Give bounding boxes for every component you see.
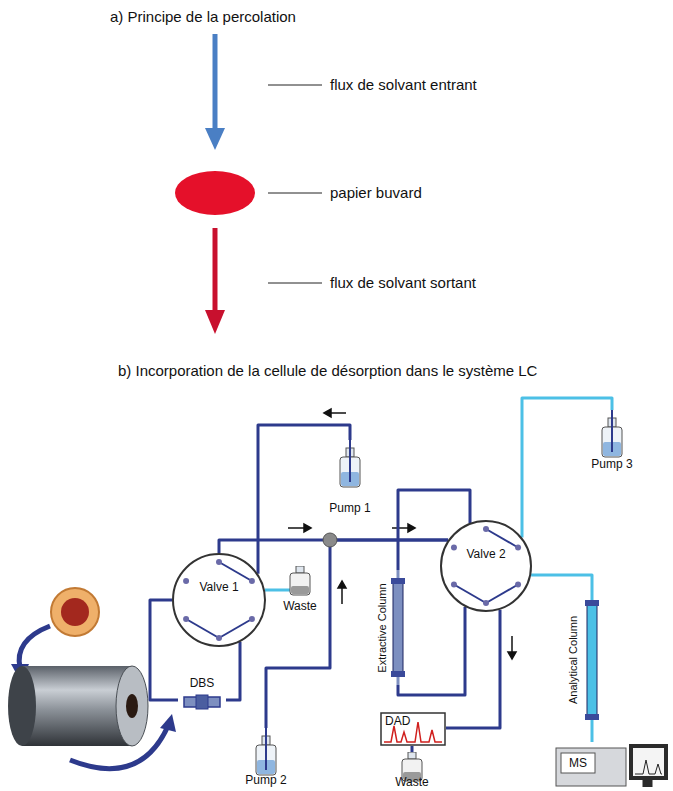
section-heading: b) Incorporation de la cellule de désorp… [118,362,537,380]
analytical-column: Analytical Column [562,592,612,728]
blotting-paper [175,171,255,215]
node-label: Pump 2 [245,773,286,787]
valve-rotor [174,555,264,645]
node-label: Valve 1 [199,580,238,594]
curved-arrow [70,726,168,769]
curved-arrow [19,626,50,668]
dbs-card-spot [51,588,99,636]
outflow-arrowhead [205,310,225,334]
dad-detector: DAD [380,712,446,746]
solvent-bottle [584,410,640,460]
node-label: Valve 2 [466,547,505,561]
node-label: DBS [190,676,215,690]
inflow-arrowhead [205,128,225,150]
part-label: papier buvard [330,184,422,202]
outflow-arrow [213,228,218,312]
solvent-bottle [322,440,378,490]
dbs-cell [178,694,226,710]
node-label: Analytical Column [566,616,580,704]
inflow-arrow [213,34,218,130]
node-label: Pump 1 [329,501,370,515]
part-label: flux de solvant sortant [330,274,476,292]
node-label: MS [569,756,587,770]
blood-spot [61,598,89,626]
section-heading: a) Principe de la percolation [110,8,296,26]
tubing-line [446,610,500,728]
leader-line [268,85,322,86]
tubing-line [591,728,594,742]
node-label: Extractive Column [375,583,389,672]
pump: Pump 1 [322,440,378,516]
valve-rotor [442,522,530,610]
node-label: Waste [283,599,317,613]
leader-line [268,193,322,194]
curved-arrowhead [160,714,176,732]
tubing-line [258,425,350,574]
node-label: DAD [385,714,410,728]
node-label: Pump 3 [591,457,632,471]
tubing-line [226,642,240,700]
leader-line [268,283,322,284]
mass-spectrometer: MS [555,742,670,788]
node-label: Waste [395,775,429,789]
dbs-desorption-cell: DBS [178,676,226,712]
switching-valve: Valve 2 [440,520,532,612]
tee-junction [323,533,337,547]
tubing-line [531,575,592,592]
part-label: flux de solvant entrant [330,76,477,94]
pump: Pump 3 [584,410,640,472]
waste-container: Waste [276,566,324,614]
desorption-cell-face [116,666,148,746]
extractive-column: Extractive Column [372,570,410,685]
pump: Pump 2 [238,728,294,788]
waste-container: Waste [390,752,434,790]
tubing-line [266,540,448,728]
tubing-line [398,607,465,695]
desorption-cell-hole [126,694,138,718]
waste-bottle [276,566,324,596]
solvent-bottle [238,728,294,778]
tubing-line [411,746,414,752]
switching-valve: Valve 1 [172,553,266,647]
desorption-cell [8,666,36,746]
